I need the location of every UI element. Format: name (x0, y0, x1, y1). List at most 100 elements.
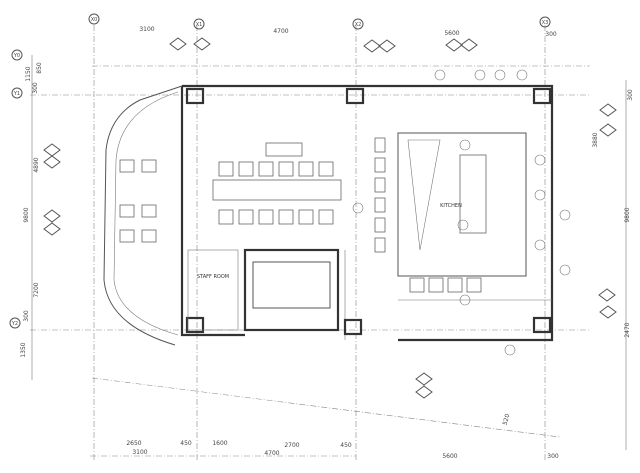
equipment-callout-icon (494, 69, 506, 81)
section-marker-icon (599, 123, 617, 137)
chair (218, 161, 234, 177)
chair (238, 161, 254, 177)
booth-seat (374, 177, 386, 193)
equipment-callout-icon (457, 219, 469, 231)
section-marker-icon (43, 222, 61, 236)
svg-text:850: 850 (36, 62, 43, 74)
svg-text:X3: X3 (542, 20, 549, 26)
svg-text:5600: 5600 (442, 453, 457, 460)
svg-text:9800: 9800 (624, 207, 631, 222)
section-marker-icon (460, 38, 478, 52)
svg-text:300: 300 (23, 310, 30, 322)
chair (218, 209, 234, 225)
equipment-callout-icon (352, 202, 364, 214)
kitchen-label: KITCHEN (440, 203, 462, 209)
chair (119, 204, 135, 218)
chair (278, 209, 294, 225)
equipment-callout-icon (534, 154, 546, 166)
svg-text:4890: 4890 (33, 157, 40, 172)
svg-text:7200: 7200 (33, 282, 40, 297)
dimensions-right: 300 3880 9800 2470 520 (502, 80, 634, 450)
section-marker-icon (599, 305, 617, 319)
booth-seat (374, 217, 386, 233)
counter-stool (409, 277, 425, 293)
svg-text:X1: X1 (196, 22, 203, 28)
svg-text:Y1: Y1 (13, 91, 20, 97)
booth-seat (374, 137, 386, 153)
section-marker-icon (415, 385, 433, 399)
grid-bubble-x3: X3 (539, 16, 551, 28)
svg-text:1150: 1150 (25, 66, 32, 81)
svg-text:450: 450 (180, 440, 192, 447)
grid-bubble-y2: Y2 (9, 317, 21, 329)
dim-top-3: 5600 (444, 30, 459, 37)
svg-text:4700: 4700 (264, 450, 279, 457)
dimensions-left: 1150 300 850 4890 9800 7200 300 1350 (20, 55, 43, 380)
seating (119, 137, 482, 293)
section-marker-icon (43, 143, 61, 157)
booth-seat (374, 197, 386, 213)
equipment-callout-icon (559, 209, 571, 221)
svg-text:2470: 2470 (624, 322, 631, 337)
callout-markers (43, 37, 617, 399)
equipment-callout-icon (559, 264, 571, 276)
staff-room-label: STAFF ROOM (197, 274, 229, 280)
dim-top-2: 4700 (273, 28, 288, 35)
svg-text:450: 450 (340, 442, 352, 449)
chair (141, 229, 157, 243)
section-marker-icon (43, 209, 61, 223)
grid-bubbles: X0 X1 X2 X3 Y0 Y1 Y2 (9, 13, 551, 329)
building-outline (103, 84, 554, 346)
counter-stool (447, 277, 463, 293)
svg-text:Y2: Y2 (11, 321, 18, 327)
section-marker-icon (193, 37, 211, 51)
equipment-callout-icon (474, 69, 486, 81)
svg-text:1600: 1600 (212, 440, 227, 447)
chair (141, 204, 157, 218)
svg-text:1350: 1350 (20, 342, 27, 357)
section-marker-icon (445, 38, 463, 52)
svg-text:X2: X2 (355, 22, 362, 28)
grid-bubble-x1: X1 (193, 18, 205, 30)
chair (258, 161, 274, 177)
svg-text:2700: 2700 (284, 442, 299, 449)
booth-seat (374, 157, 386, 173)
counter-stool (428, 277, 444, 293)
chair (298, 209, 314, 225)
chair (298, 161, 314, 177)
grid-lines (30, 25, 590, 460)
section-marker-icon (378, 39, 396, 53)
equipment-callout-icon (534, 239, 546, 251)
counter-stool (466, 277, 482, 293)
staff-room: STAFF ROOM (187, 249, 239, 331)
svg-text:520: 520 (502, 413, 512, 426)
dim-top-4: 300 (545, 31, 557, 38)
grid-bubble-x2: X2 (352, 18, 364, 30)
svg-text:3100: 3100 (132, 449, 147, 456)
section-marker-icon (415, 372, 433, 386)
section-marker-icon (598, 288, 616, 302)
booth-seat (374, 237, 386, 253)
chair (141, 159, 157, 173)
svg-text:3880: 3880 (592, 132, 599, 147)
equipment-callout-icon (516, 69, 528, 81)
grid-bubble-x0: X0 (88, 13, 100, 25)
svg-text:300: 300 (32, 82, 39, 94)
svg-text:300: 300 (547, 453, 559, 460)
section-marker-icon (43, 155, 61, 169)
svg-text:Y0: Y0 (13, 53, 20, 59)
dimensions-top: 3100 4700 5600 300 (139, 26, 557, 38)
chair (119, 229, 135, 243)
equipment-callout-icon (534, 189, 546, 201)
equipment-callout-icon (459, 139, 471, 151)
chair (278, 161, 294, 177)
svg-text:2650: 2650 (126, 440, 141, 447)
section-marker-icon (599, 103, 617, 117)
svg-text:9800: 9800 (23, 207, 30, 222)
chair (318, 161, 334, 177)
dim-top-1: 3100 (139, 26, 154, 33)
section-marker-icon (363, 39, 381, 53)
chair (238, 209, 254, 225)
chair (119, 159, 135, 173)
